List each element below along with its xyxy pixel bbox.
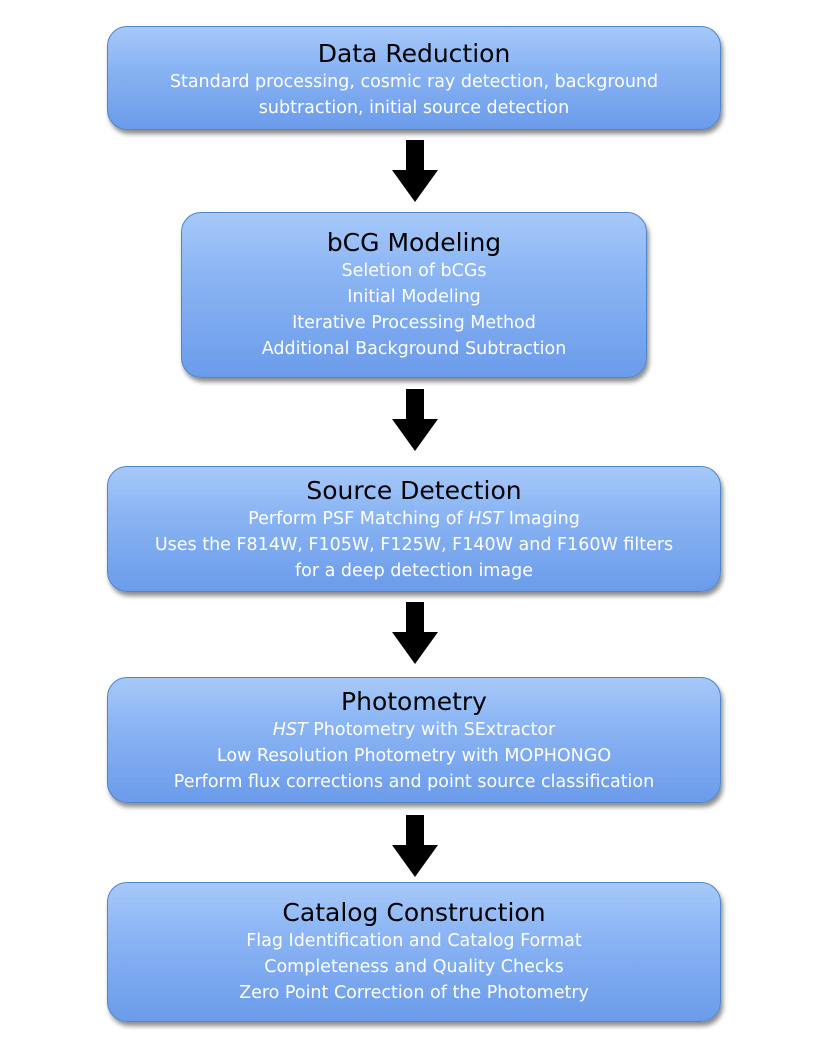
arrow-down-icon xyxy=(392,602,438,664)
stage-title: Data Reduction xyxy=(317,39,511,68)
stage-line: Iterative Processing Method xyxy=(292,313,536,333)
stage-line-emphasis: HST xyxy=(468,509,504,529)
stage-line: subtraction, initial source detection xyxy=(258,98,570,118)
stage-line: Additional Background Subtraction xyxy=(261,339,567,359)
stage-line: Initial Modeling xyxy=(347,287,481,307)
arrow-down-icon xyxy=(392,389,438,451)
stage-line: HST Photometry with SExtractor xyxy=(108,717,720,743)
stage-line: Seletion of bCGs xyxy=(341,261,487,281)
stage-line: Zero Point Correction of the Photometry xyxy=(239,983,589,1003)
stage-line: Perform flux corrections and point sourc… xyxy=(173,772,655,792)
stage-line-text: Imaging xyxy=(503,509,580,529)
stage-line: for a deep detection image xyxy=(295,561,533,581)
stage-line-text: Perform PSF Matching of xyxy=(248,509,469,529)
stage-title: Catalog Construction xyxy=(282,898,546,927)
stage-line: Standard processing, cosmic ray detectio… xyxy=(169,72,659,92)
arrow-down-icon xyxy=(392,815,438,877)
stage-title: bCG Modeling xyxy=(326,228,502,257)
stage-line: Uses the F814W, F105W, F125W, F140W and … xyxy=(154,535,674,555)
stage-photometry: Photometry HST Photometry with SExtracto… xyxy=(107,677,721,803)
stage-catalog-construction: Catalog Construction Flag Identification… xyxy=(107,882,721,1022)
stage-line-emphasis: HST xyxy=(272,720,308,740)
arrow-down-icon xyxy=(392,140,438,202)
stage-title: Source Detection xyxy=(306,476,522,505)
stage-data-reduction: Data Reduction Standard processing, cosm… xyxy=(107,26,721,130)
stage-line: Flag Identification and Catalog Format xyxy=(246,931,582,951)
stage-line: Low Resolution Photometry with MOPHONGO xyxy=(216,746,612,766)
stage-line-text: Photometry with SExtractor xyxy=(307,720,556,740)
stage-bcg-modeling: bCG Modeling Seletion of bCGs Initial Mo… xyxy=(181,212,647,378)
stage-title: Photometry xyxy=(341,687,487,716)
stage-line: Perform PSF Matching of HST Imaging xyxy=(108,506,720,532)
stage-line: Completeness and Quality Checks xyxy=(264,957,564,977)
stage-source-detection: Source Detection Perform PSF Matching of… xyxy=(107,466,721,592)
